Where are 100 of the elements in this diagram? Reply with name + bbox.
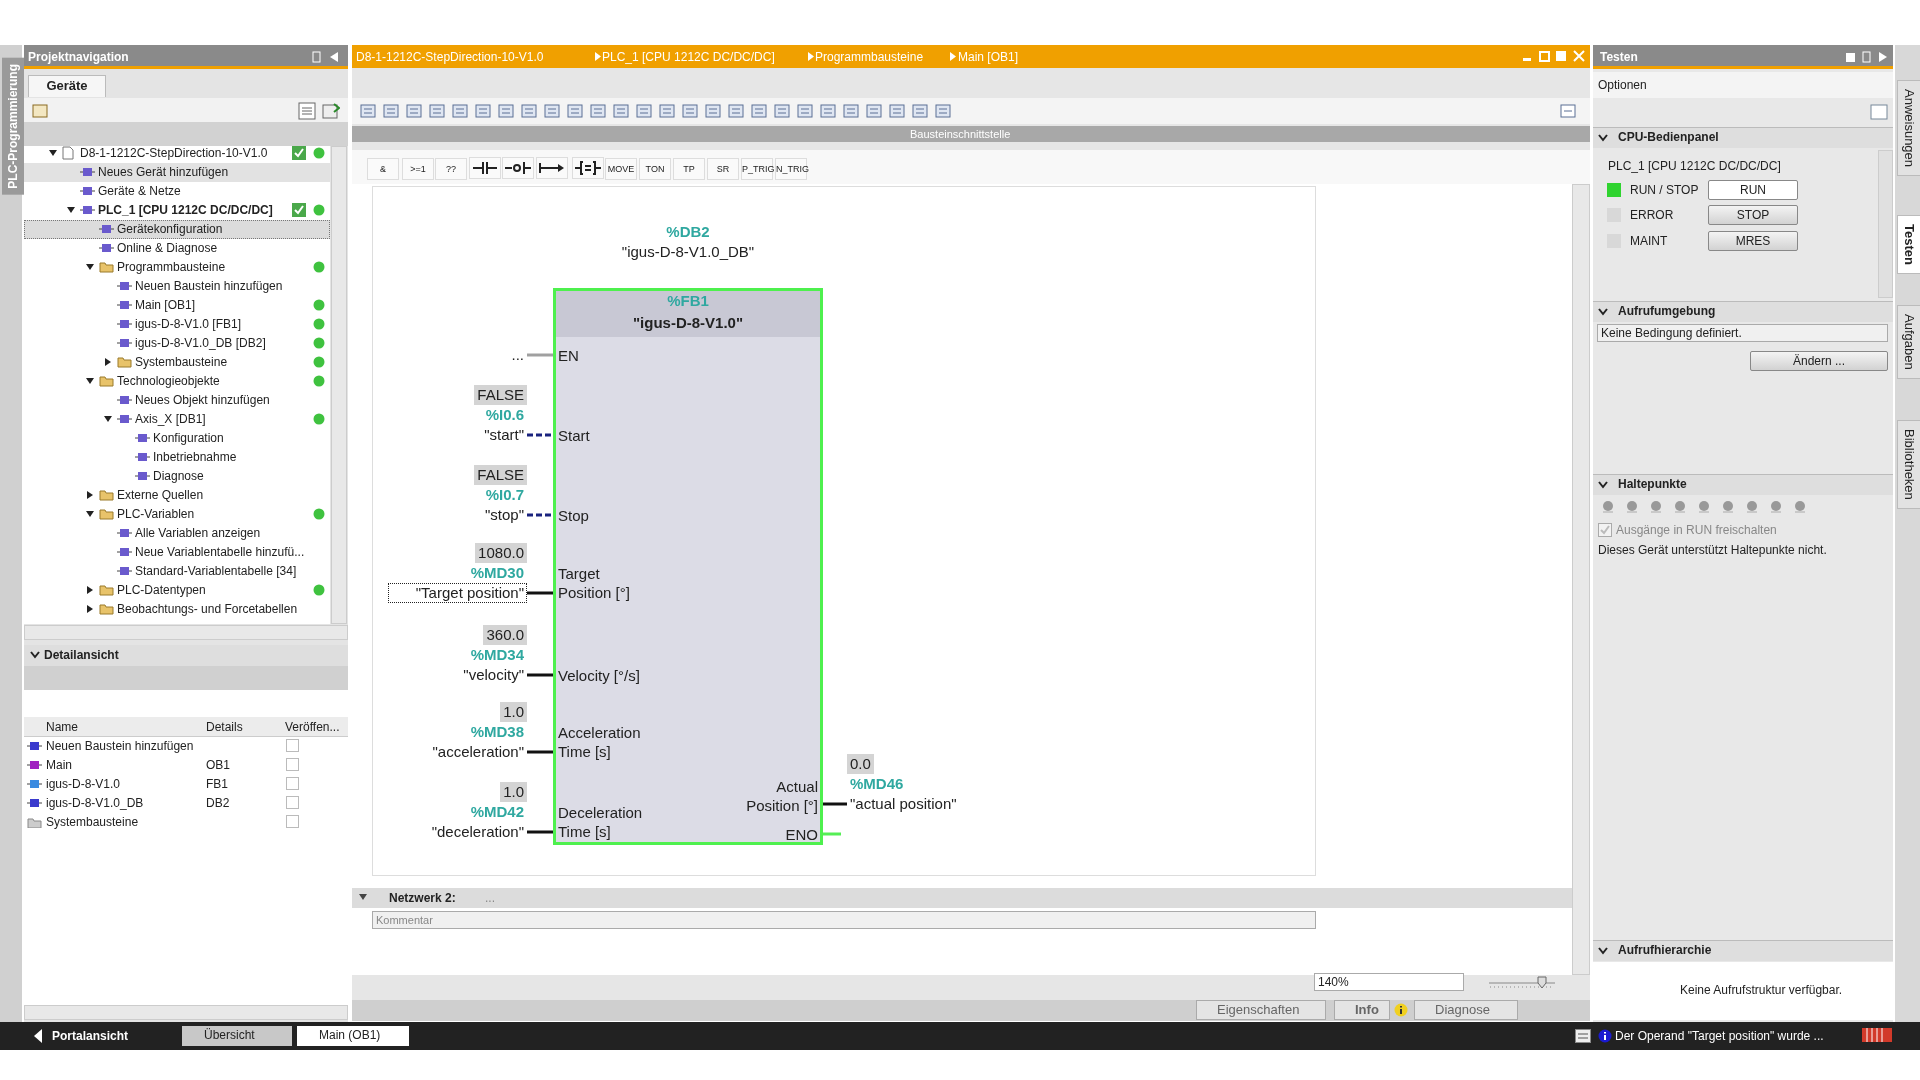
- section-header: Detailansicht: [44, 647, 119, 663]
- connection-line: [527, 591, 553, 595]
- info-text: Keine Aufrufstruktur verfügbar.: [1680, 982, 1843, 998]
- connection-line: [527, 353, 553, 357]
- operand-name: "stop": [484, 505, 525, 525]
- connection-line: [823, 802, 847, 806]
- operand-value: 1080.0: [475, 543, 527, 563]
- tab: Diagnose: [1414, 1000, 1518, 1020]
- connection-line: [527, 830, 553, 834]
- pin-label: Velocity [°/s]: [558, 665, 641, 685]
- section-header: Aufrufumgebung: [1618, 303, 1716, 319]
- connection-line: [527, 433, 553, 437]
- tree-item: Diagnose: [153, 468, 204, 484]
- operand-value: FALSE: [474, 465, 527, 485]
- device-label: PLC_1 [CPU 1212C DC/DC/DC]: [1608, 158, 1781, 174]
- tree-item: Externe Quellen: [117, 487, 204, 503]
- status-label: RUN / STOP: [1630, 182, 1699, 198]
- operand-address: %MD38: [469, 722, 525, 742]
- tree-item: Gerätekonfiguration: [117, 221, 223, 237]
- status-label: MAINT: [1630, 233, 1668, 249]
- table-cell: igus-D-8-V1.0_DB: [46, 795, 144, 811]
- operand-value: 1.0: [500, 782, 527, 802]
- operand-address: %MD30: [469, 563, 525, 583]
- ellipsis: ...: [485, 890, 495, 906]
- operand-name: "actual position": [849, 794, 958, 814]
- instruction-button: >=1: [402, 158, 434, 180]
- tab: Main (OB1): [297, 1026, 409, 1046]
- run-button: RUN: [1708, 180, 1798, 200]
- operand-value: 1.0: [500, 702, 527, 722]
- vertical-tab: Aufgaben: [1897, 305, 1920, 379]
- tree-item: Alle Variablen anzeigen: [135, 525, 261, 541]
- breadcrumb: PLC_1 [CPU 1212C DC/DC/DC]: [602, 49, 775, 65]
- tree-item: Standard-Variablentabelle [34]: [135, 563, 297, 579]
- operand-address: %MD46: [849, 774, 905, 794]
- tab: Geräte: [28, 75, 106, 97]
- connection-line: [527, 673, 553, 677]
- table-cell: Neuen Baustein hinzufügen: [46, 738, 194, 754]
- operand-name: "velocity": [462, 665, 525, 685]
- column-header: Veröffen...: [285, 719, 340, 735]
- operand-address: %I0.6: [484, 405, 525, 425]
- instruction-button: P_TRIG: [741, 158, 773, 180]
- tree-item: Programmbausteine: [117, 259, 226, 275]
- tree-item: igus-D-8-V1.0_DB [DB2]: [135, 335, 266, 351]
- operand-value: 0.0: [847, 754, 874, 774]
- tree-item: Geräte & Netze: [98, 183, 181, 199]
- tree-item: Axis_X [DB1]: [135, 411, 206, 427]
- section-header: Optionen: [1598, 77, 1647, 93]
- pin-label: Target Position [°]: [558, 564, 631, 602]
- instruction-button: TON: [639, 158, 671, 180]
- block-number: %FB1: [666, 291, 710, 311]
- tree-item: Technologieobjekte: [117, 373, 220, 389]
- operand-address: %MD42: [469, 802, 525, 822]
- tree-item: PLC-Datentypen: [117, 582, 206, 598]
- block-address: %DB2: [665, 222, 711, 242]
- table-cell: OB1: [206, 757, 230, 773]
- instruction-button: N_TRIG: [775, 158, 807, 180]
- tree-item: Inbetriebnahme: [153, 449, 237, 465]
- tree-item: PLC-Variablen: [117, 506, 195, 522]
- operand-value: FALSE: [474, 385, 527, 405]
- breadcrumb: D8-1-1212C-StepDirection-10-V1.0: [356, 49, 544, 65]
- connection-line: [823, 832, 841, 836]
- block-name: "igus-D-8-V1.0": [631, 313, 745, 333]
- breadcrumb: Programmbausteine: [815, 49, 924, 65]
- zoom-dropdown: 140%: [1314, 973, 1464, 991]
- operand-name: "Target position": [387, 583, 527, 603]
- section-strip-label: Bausteinschnittstelle: [910, 127, 1011, 142]
- status-message: Der Operand "Target position" wurde ...: [1615, 1028, 1824, 1044]
- comment-field: Kommentar: [372, 911, 1316, 929]
- tree-item: Online & Diagnose: [117, 240, 218, 256]
- tree-item: Neuen Baustein hinzufügen: [135, 278, 283, 294]
- vertical-tab: Testen: [1897, 215, 1920, 274]
- vertical-tab: Anweisungen: [1897, 80, 1920, 177]
- tree-item: D8-1-1212C-StepDirection-10-V1.0: [80, 145, 268, 161]
- operand-address: %MD34: [469, 645, 525, 665]
- tree-item: Neues Objekt hinzufügen: [135, 392, 270, 408]
- instance-name: "igus-D-8-V1.0_DB": [620, 242, 756, 262]
- tree-item: Beobachtungs- und Forcetabellen: [117, 601, 298, 617]
- tab: Übersicht: [182, 1026, 292, 1046]
- reset-button: MRES: [1708, 231, 1798, 251]
- tree-item: Neue Variablentabelle hinzufü...: [135, 544, 305, 560]
- change-button: Ändern ...: [1750, 351, 1888, 371]
- operand-name: "start": [483, 425, 525, 445]
- pin-label: Deceleration Time [s]: [558, 803, 644, 841]
- section-header: CPU-Bedienpanel: [1618, 129, 1719, 145]
- instruction-button: ??: [435, 158, 467, 180]
- tree-item: igus-D-8-V1.0 [FB1]: [135, 316, 242, 332]
- pin-label: ENO: [784, 824, 818, 844]
- vertical-tab: Bibliotheken: [1897, 420, 1920, 509]
- tree-item: Systembausteine: [135, 354, 228, 370]
- operand-value: 360.0: [483, 625, 527, 645]
- pin-label: Start: [558, 425, 591, 445]
- tab: Info: [1334, 1000, 1390, 1020]
- breadcrumb: Main [OB1]: [958, 49, 1019, 65]
- section-header: Haltepunkte: [1618, 476, 1687, 492]
- portal-view-link: Portalansicht: [52, 1028, 129, 1044]
- table-cell: DB2: [206, 795, 230, 811]
- operand-name: "acceleration": [431, 742, 525, 762]
- pin-label: Stop: [558, 505, 590, 525]
- instruction-button: TP: [673, 158, 705, 180]
- instruction-button: &: [367, 158, 399, 180]
